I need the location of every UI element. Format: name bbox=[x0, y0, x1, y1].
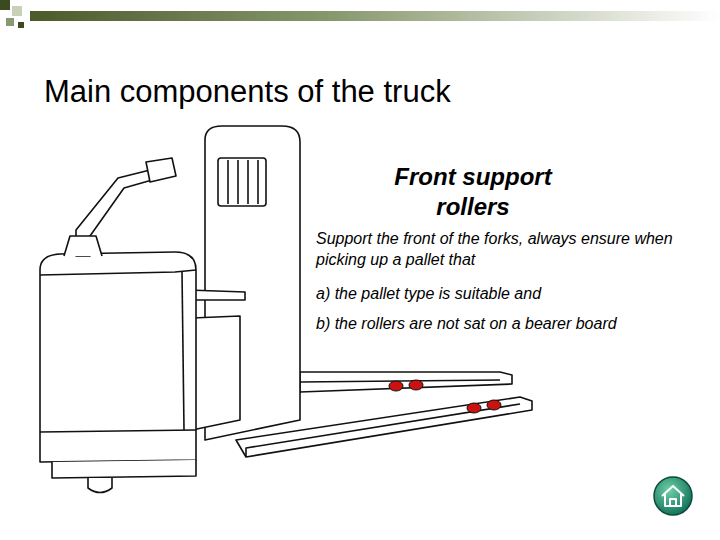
part-heading: Front support rollers bbox=[360, 162, 586, 222]
part-description: Support the front of the forks, always e… bbox=[316, 228, 684, 270]
home-button bbox=[654, 477, 692, 515]
check-item: b) the rollers are not sat on a bearer b… bbox=[316, 313, 684, 334]
support-rollers bbox=[389, 380, 501, 413]
slide-title: Main components of the truck bbox=[44, 74, 451, 110]
check-item: a) the pallet type is suitable and bbox=[316, 283, 684, 304]
corner-decoration bbox=[0, 0, 720, 28]
